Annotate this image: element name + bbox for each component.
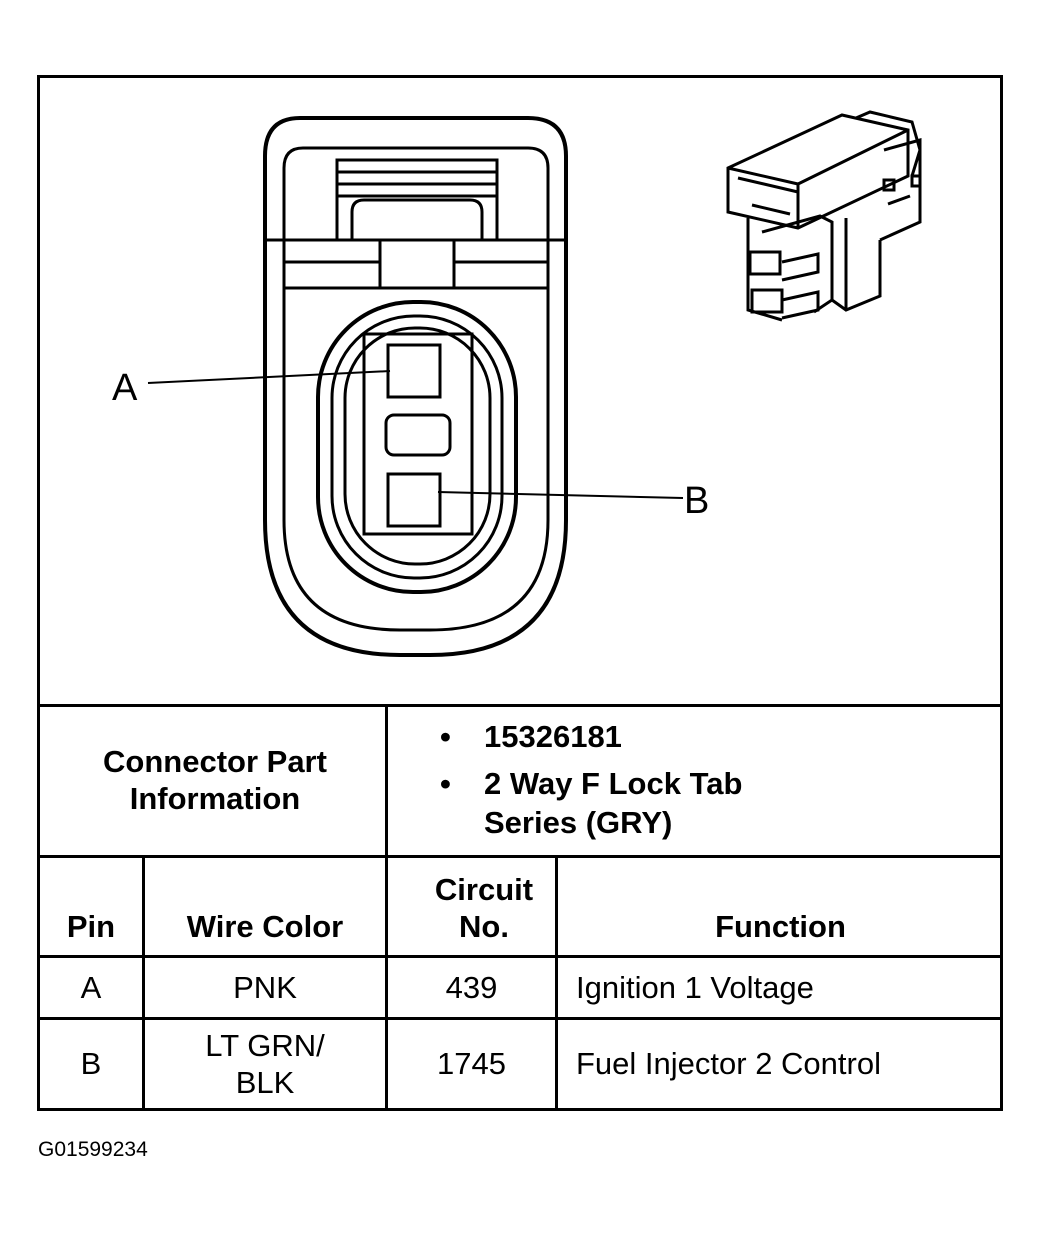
terminal-b [386,472,442,528]
row-a-function: Ignition 1 Voltage [576,969,814,1005]
part-info-item: Series (GRY) [484,804,673,840]
row-b-wire-color: LT GRN/ BLK [205,1027,325,1100]
circuit-column-divider [555,855,558,1108]
header-bottom-border [40,955,1003,958]
leader-line-a [147,370,391,384]
lock-tab-latch [378,238,456,290]
seal-ring-outer [316,300,518,594]
connector-face-drawing [147,110,922,657]
row-a-bottom-border [40,1017,1003,1020]
row-a-circuit: 439 [445,969,498,1005]
terminal-cavity [362,332,474,536]
part-info-item: •2 Way F Lock Tab [440,765,743,801]
connector-outer-shell [263,116,568,657]
row-b-circuit: 1745 [437,1046,506,1082]
terminal-key [384,413,452,457]
pin-column-divider [142,855,145,1108]
row-a-wire-color: PNK [233,969,297,1005]
part-info-list: •15326181 •2 Way F Lock Tab Series (GRY) [440,718,742,842]
pin-a-label: A [112,367,138,409]
header-circuit-no: Circuit No. [434,871,534,944]
leader-line-b [437,491,684,499]
header-function: Function [715,908,846,944]
figure-id: G01599234 [38,1138,148,1161]
pin-b-label: B [684,480,710,522]
seal-ring-middle [330,314,504,580]
row-a-pin: A [80,969,102,1005]
diagram-frame [37,75,1003,1111]
table-top-border [40,704,1003,707]
row-b-pin: B [80,1046,102,1082]
connector-inner-shell [282,146,550,632]
part-info-bottom-border [40,855,1003,858]
connector-iso-drawing [726,110,922,322]
header-wire-color: Wire Color [186,908,344,944]
part-info-label: Connector Part Information [103,743,327,816]
terminal-a [386,343,442,399]
seal-ring-inner [343,326,492,566]
row-b-function: Fuel Injector 2 Control [576,1046,881,1082]
header-pin: Pin [66,908,116,944]
part-info-divider [385,704,388,1108]
lock-tab-inner [350,198,484,240]
part-info-item: •15326181 [440,719,622,754]
